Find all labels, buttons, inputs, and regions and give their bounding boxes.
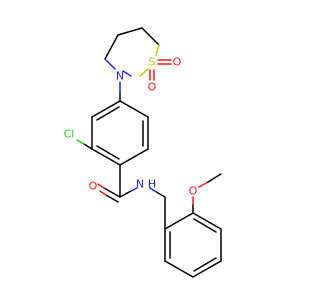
bond [104, 58, 116, 70]
bond [155, 44, 160, 56]
amide-nitrogen-label: N [136, 178, 144, 191]
bond [76, 139, 85, 145]
benzene-ring-2 [164, 212, 222, 278]
sulfonyl-oxygen-label: O [148, 81, 157, 94]
bond [91, 100, 121, 118]
bond [198, 181, 209, 188]
thiazinane-ring [104, 27, 172, 81]
bond [103, 187, 121, 198]
bond [130, 187, 138, 192]
bond [141, 27, 160, 46]
sulfur-atom-label: S [149, 56, 156, 69]
bond [91, 148, 121, 166]
bond [105, 194, 119, 203]
bond [192, 260, 222, 278]
sulfonyl-oxygen-label: O [173, 56, 182, 69]
bond [139, 68, 149, 77]
bond [122, 70, 132, 77]
bond [96, 106, 120, 121]
bond [193, 218, 217, 233]
bond [119, 190, 132, 198]
amide-oxygen-label: O [89, 180, 98, 193]
bond [104, 34, 119, 60]
bond [119, 148, 149, 166]
bond [83, 143, 93, 150]
bond [157, 192, 166, 198]
methoxy-oxygen-label: O [189, 185, 198, 198]
bond [99, 190, 107, 196]
bond [149, 187, 159, 194]
bond [117, 27, 143, 36]
bond [119, 100, 149, 118]
bond [96, 145, 120, 160]
bond [207, 173, 222, 183]
chlorine-atom-label: Cl [64, 128, 75, 141]
benzene-ring-1 [91, 100, 149, 166]
amide-hydrogen-label: H [148, 178, 156, 191]
structure-diagram: S O O N Cl O N H O [64, 27, 222, 278]
bond [164, 212, 194, 230]
bond [193, 257, 217, 272]
ring-nitrogen-label: N [116, 70, 124, 83]
bond [192, 212, 222, 230]
bond [164, 260, 194, 278]
bond [97, 183, 105, 189]
